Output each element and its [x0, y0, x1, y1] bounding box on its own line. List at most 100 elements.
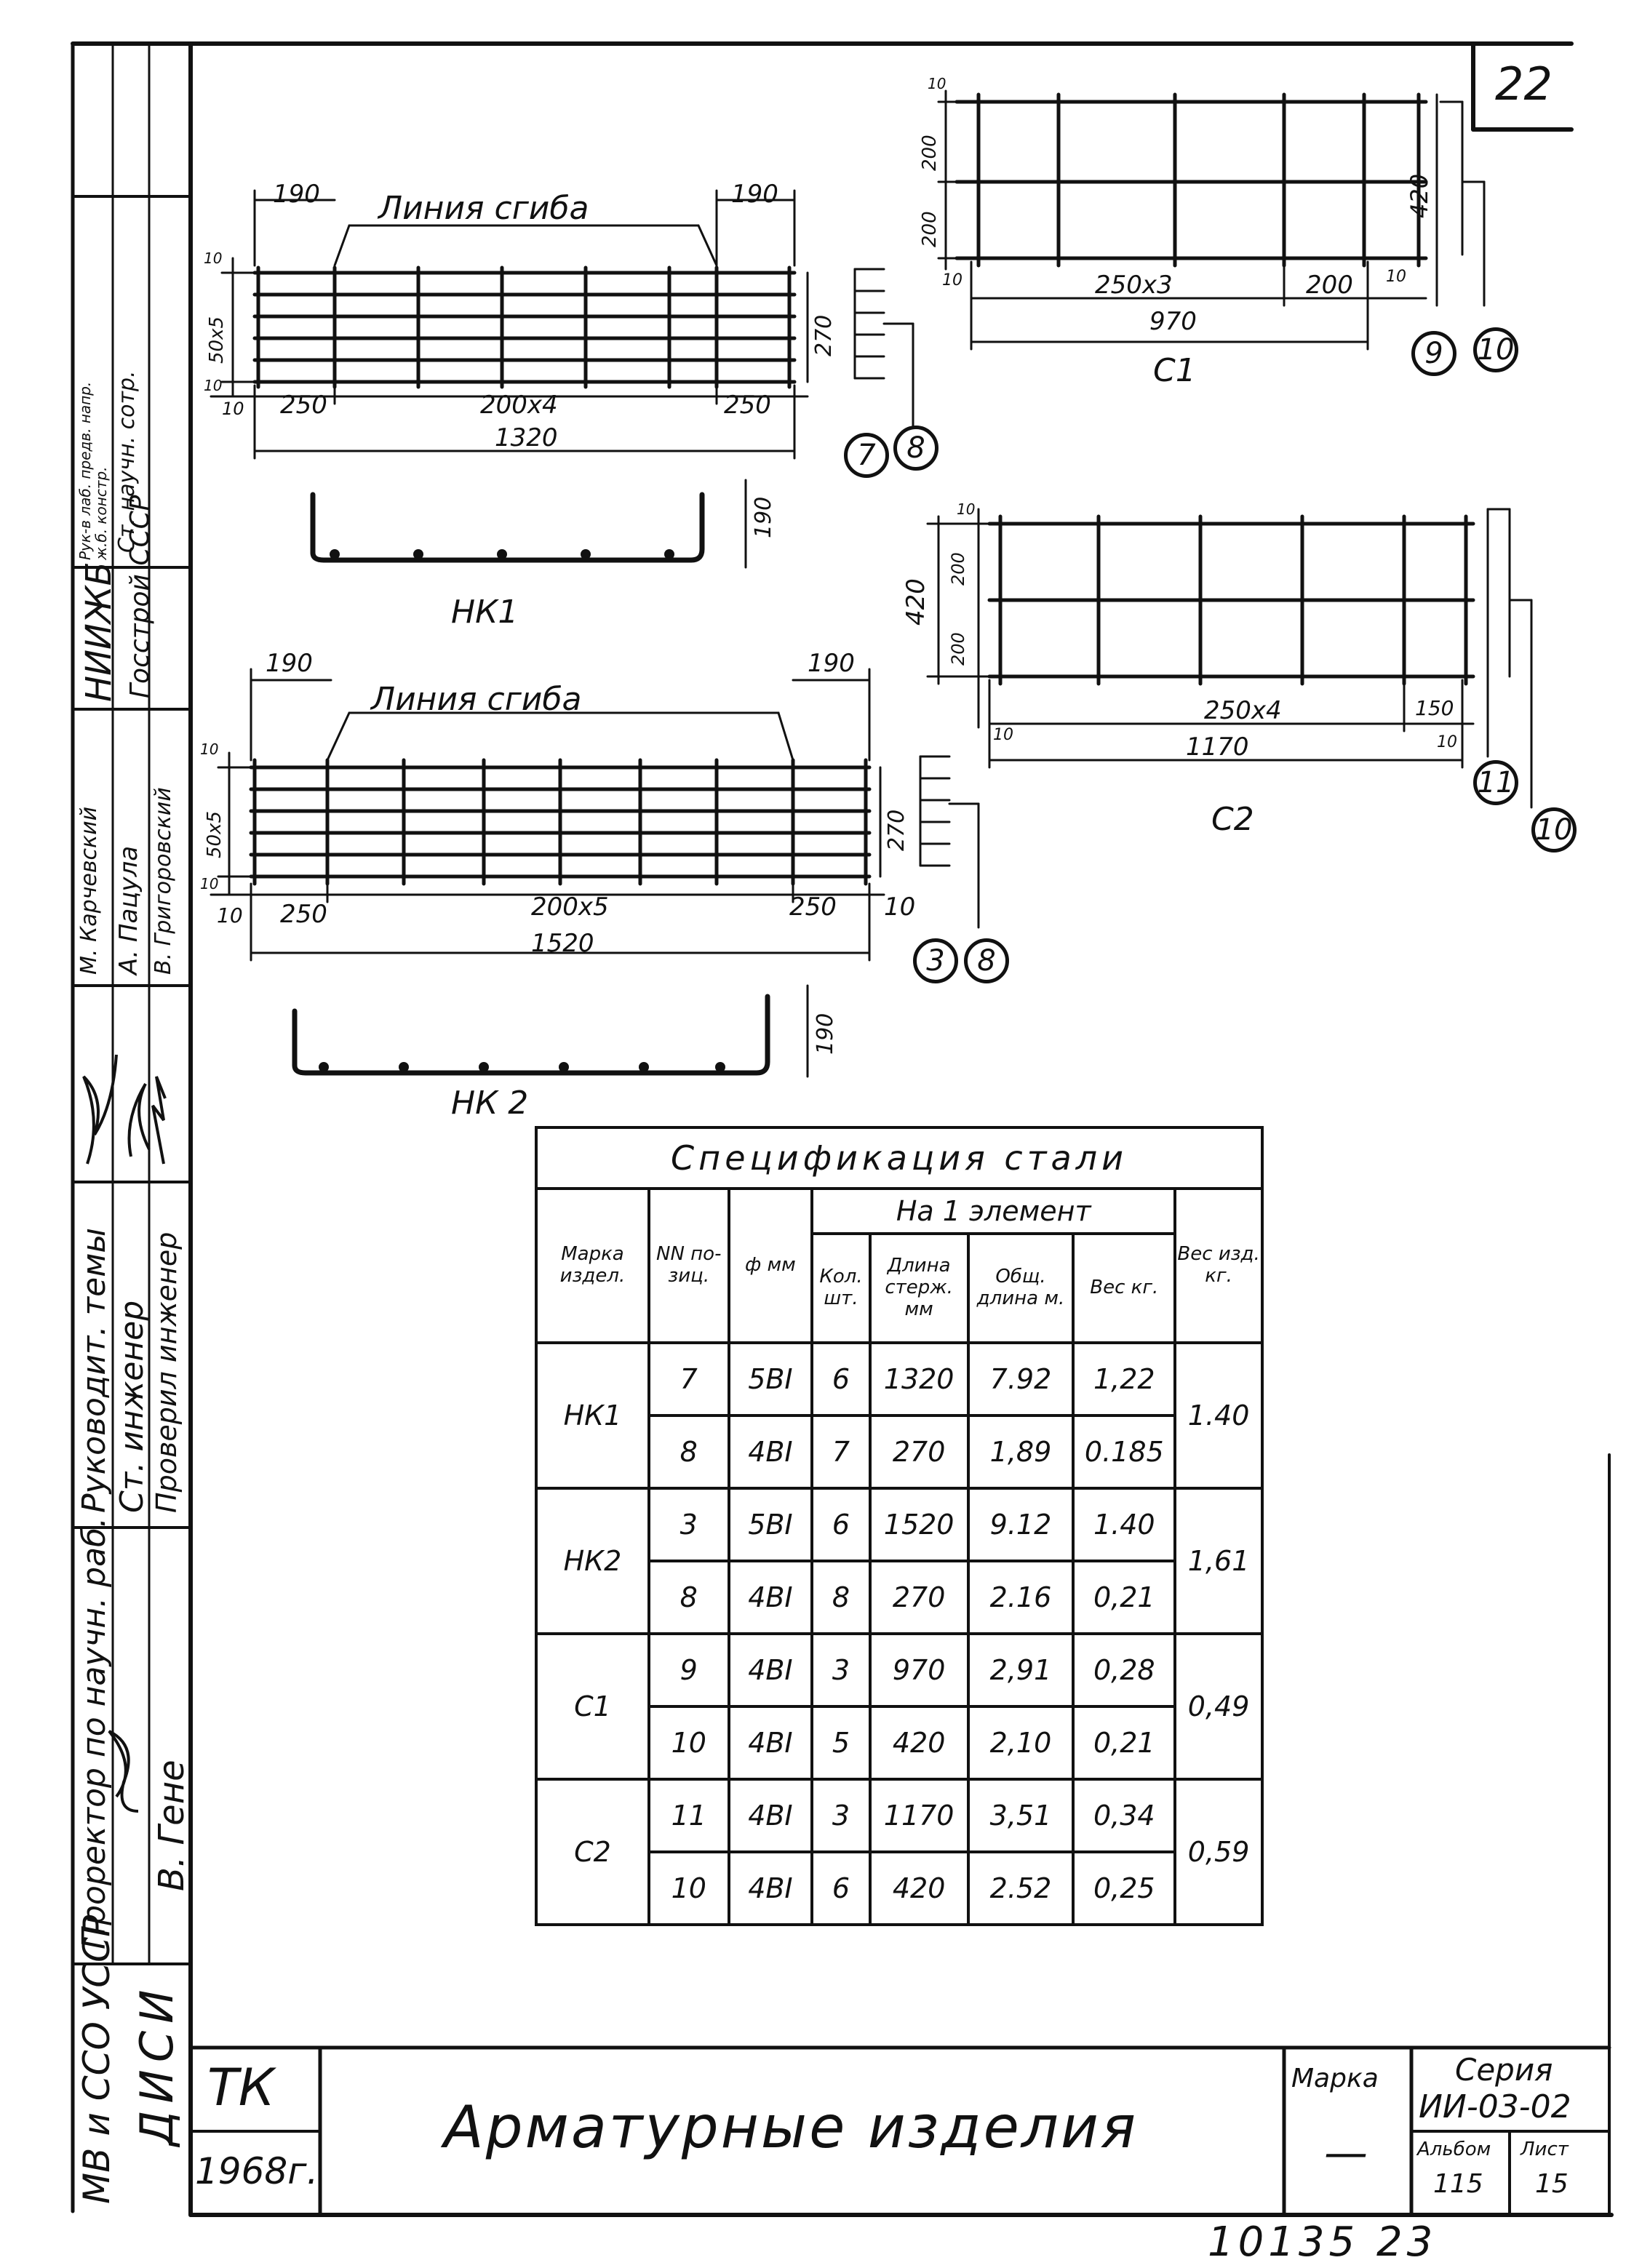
c1-dim-200c: 200	[1306, 271, 1353, 300]
spec-cell-len: 1520	[868, 1487, 970, 1562]
spec-cell-weight: 0,25	[1072, 1850, 1177, 1926]
spec-cell-pos: 11	[647, 1778, 730, 1853]
spec-cell-pos: 3	[647, 1487, 730, 1562]
spec-cell-pos: 7	[647, 1341, 730, 1417]
spec-cell-weight: 0,34	[1072, 1778, 1177, 1853]
spec-cell-qty: 5	[810, 1705, 872, 1781]
spec-cell-len: 1320	[868, 1341, 970, 1417]
spec-cell-dia: 4ВI	[727, 1632, 814, 1708]
c1-dim-10b: 10	[942, 271, 963, 290]
tb-sheet-value: 15	[1535, 2169, 1569, 2199]
spec-cell-item-weight: 1.40	[1173, 1341, 1264, 1490]
nk2-dim-right: 190	[808, 649, 855, 678]
nk1-label: НК1	[451, 594, 519, 631]
nk2-bend-line: Линия сгиба	[371, 681, 582, 718]
spec-cell-item-weight: 0,59	[1173, 1778, 1264, 1926]
spec-col-item-weight: Вес изд. кг.	[1173, 1187, 1264, 1344]
tb-title: Арматурные изделия	[444, 2093, 1139, 2161]
spec-cell-mark: НК2	[535, 1487, 650, 1635]
c1-dim-10a: 10	[928, 75, 946, 92]
spec-cell-mark: С2	[535, 1778, 650, 1926]
tb-sheet-label: Лист	[1521, 2139, 1569, 2160]
position-marker-9: 9	[1411, 331, 1456, 376]
spec-cell-weight: 1,22	[1072, 1341, 1177, 1417]
nk1-bend-line: Линия сгиба	[378, 190, 589, 227]
nk1-dim-10b: 10	[204, 377, 223, 394]
nk2-dim-left: 190	[266, 649, 313, 678]
position-marker-7: 7	[844, 433, 889, 478]
nk2-dim-10c: 10	[217, 903, 243, 927]
spec-cell-weight: 1.40	[1072, 1487, 1177, 1562]
nk2-dim-10b: 10	[200, 875, 219, 893]
footer-code: 10135 23	[1208, 2219, 1438, 2266]
tb-marka-value: —	[1324, 2128, 1368, 2179]
spec-cell-total: 9.12	[966, 1487, 1075, 1562]
spec-cell-mark: С1	[535, 1632, 650, 1781]
spec-cell-weight: 0,21	[1072, 1560, 1177, 1635]
spec-per-element: На 1 элемент	[810, 1187, 1177, 1235]
spec-col-len: Длина стерж. мм	[868, 1232, 970, 1344]
spec-cell-dia: 4ВI	[727, 1850, 814, 1926]
spec-cell-dia: 4ВI	[727, 1560, 814, 1635]
c1-dim-total: 970	[1149, 307, 1197, 336]
c2-dim-10a: 10	[957, 500, 976, 518]
spec-cell-qty: 3	[810, 1778, 872, 1853]
position-marker-11: 11	[1473, 760, 1518, 805]
spec-cell-qty: 6	[810, 1341, 872, 1417]
nk1-dim-10c: 10	[222, 399, 244, 419]
nk1-dim-right: 190	[731, 180, 778, 209]
spec-cell-dia: 4ВI	[727, 1705, 814, 1781]
spec-cell-weight: 0.185	[1072, 1414, 1177, 1490]
c1-dim-mid: 250х3	[1095, 271, 1173, 300]
spec-cell-pos: 10	[647, 1850, 730, 1926]
c2-dim-150: 150	[1415, 696, 1454, 720]
tb-code: ТК	[207, 2058, 275, 2117]
tb-series-label: Серия	[1455, 2052, 1553, 2088]
spec-cell-total: 2.52	[966, 1850, 1075, 1926]
spec-cell-dia: 5ВI	[727, 1487, 814, 1562]
tb-album-value: 115	[1433, 2169, 1483, 2199]
spec-cell-len: 1170	[868, 1778, 970, 1853]
c1-label: С1	[1153, 352, 1196, 389]
spec-cell-item-weight: 1,61	[1173, 1487, 1264, 1635]
position-marker-8: 8	[893, 426, 938, 471]
spec-cell-len: 270	[868, 1414, 970, 1490]
spec-title: Спецификация стали	[535, 1126, 1264, 1190]
spec-cell-len: 970	[868, 1632, 970, 1708]
spec-cell-pos: 8	[647, 1414, 730, 1490]
c2-label: С2	[1211, 801, 1254, 838]
tb-marka-label: Марка	[1291, 2064, 1379, 2093]
spec-col-dia: ф мм	[727, 1187, 814, 1344]
spec-cell-total: 2.16	[966, 1560, 1075, 1635]
spec-col-weight: Вес кг.	[1072, 1232, 1177, 1344]
nk2-dim-10a: 10	[200, 740, 219, 758]
spec-cell-total: 3,51	[966, 1778, 1075, 1853]
nk1-dim-10a: 10	[204, 249, 223, 267]
spec-col-mark: Марка издел.	[535, 1187, 650, 1344]
position-marker-10b: 10	[1531, 807, 1577, 853]
spec-cell-total: 1,89	[966, 1414, 1075, 1490]
spec-cell-qty: 3	[810, 1632, 872, 1708]
spec-cell-pos: 10	[647, 1705, 730, 1781]
spec-cell-dia: 5ВI	[727, 1341, 814, 1417]
nk2-dim-total: 1520	[531, 929, 594, 958]
spec-cell-pos: 9	[647, 1632, 730, 1708]
spec-cell-total: 2,10	[966, 1705, 1075, 1781]
position-marker-10: 10	[1473, 327, 1518, 372]
spec-cell-total: 7.92	[966, 1341, 1075, 1417]
c2-dim-mid: 250х4	[1204, 696, 1282, 725]
spec-cell-len: 420	[868, 1705, 970, 1781]
c2-dim-10b: 10	[993, 726, 1013, 744]
spec-col-pos: NN по- зиц.	[647, 1187, 730, 1344]
c2-dim-10c: 10	[1437, 733, 1457, 751]
spec-cell-qty: 6	[810, 1850, 872, 1926]
nk1-dim-250b: 250	[724, 391, 771, 420]
